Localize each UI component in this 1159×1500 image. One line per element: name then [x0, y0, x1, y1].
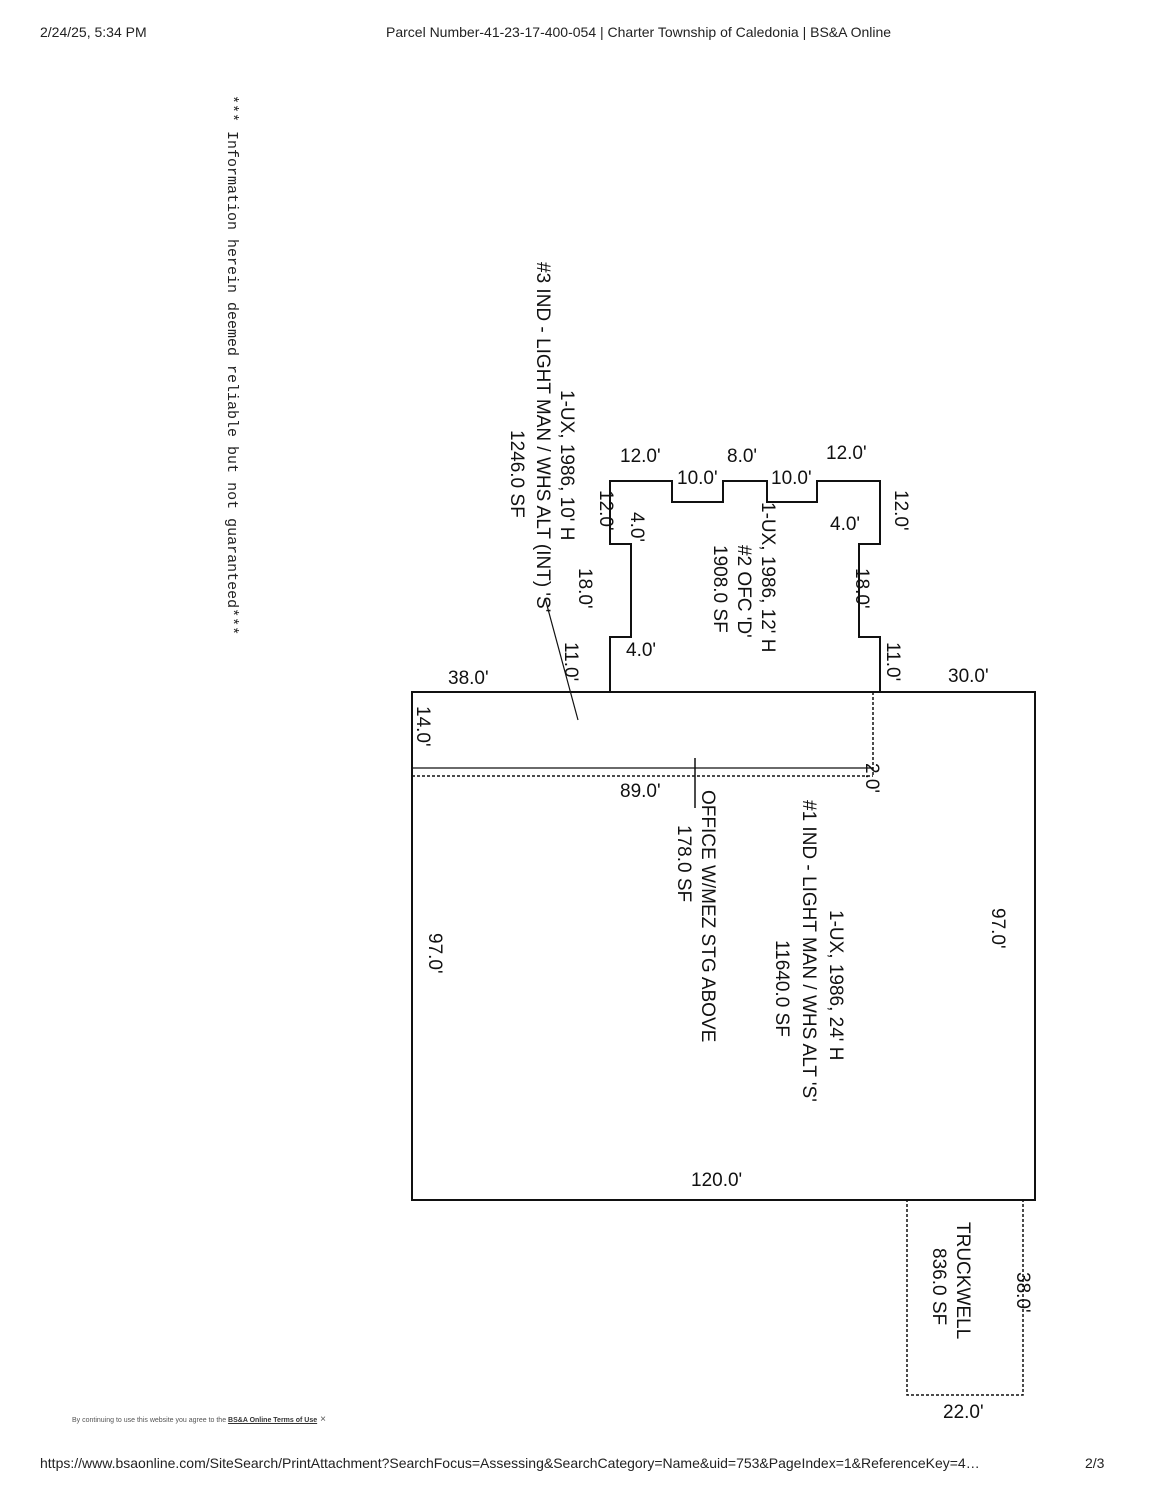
cookie-notice: By continuing to use this website you ag… — [72, 1414, 326, 1425]
dimension-label: 11.0' — [560, 642, 581, 681]
page-title: Parcel Number-41-23-17-400-054 | Charter… — [386, 24, 892, 40]
page-url: https://www.bsaonline.com/SiteSearch/Pri… — [40, 1455, 980, 1471]
dimension-label: 30.0' — [948, 666, 989, 687]
dimension-label: 4.0' — [626, 640, 656, 661]
dimension-label: 8.0' — [727, 446, 757, 467]
area1-label-2: #1 IND - LIGHT MAN / WHS ALT 'S' — [798, 800, 819, 1102]
area2-label-3: 1908.0 SF — [709, 545, 730, 633]
main-building-outline — [411, 691, 1036, 1201]
dimension-label: 22.0' — [943, 1402, 984, 1423]
dimension-label: 12.0' — [826, 443, 867, 464]
area1-label-1: 1-UX, 1986, 24' H — [825, 910, 846, 1060]
dimension-label: 12.0' — [595, 490, 616, 531]
print-date: 2/24/25, 5:34 PM — [40, 24, 147, 40]
truckwell-label-2: 836.0 SF — [928, 1248, 949, 1325]
dimension-label: 38.0' — [1012, 1272, 1033, 1313]
dimension-label: 38.0' — [448, 668, 489, 689]
dimension-label: 11.0' — [882, 642, 903, 681]
area3-label-3: 1246.0 SF — [506, 430, 527, 518]
cookie-text: By continuing to use this website you ag… — [72, 1417, 229, 1424]
dimension-label: 89.0' — [620, 781, 661, 802]
dimension-label: 18.0' — [574, 568, 595, 609]
dimension-label: 2.0' — [861, 763, 882, 793]
office-label-2: 178.0 SF — [673, 825, 694, 902]
dimension-label: 4.0' — [830, 514, 860, 535]
area3-label-2: #3 IND - LIGHT MAN / WHS ALT (INT) 'S' — [532, 262, 553, 612]
dimension-label: 12.0' — [620, 446, 661, 467]
dimension-label: 4.0' — [626, 512, 647, 542]
close-icon[interactable]: × — [320, 1414, 326, 1425]
truckwell-label-1: TRUCKWELL — [952, 1222, 973, 1339]
area2-label-2: #2 OFC 'D' — [733, 545, 754, 638]
dimension-label: 18.0' — [851, 568, 872, 609]
area2-label-1: 1-UX, 1986, 12' H — [757, 502, 778, 652]
dimension-label: 14.0' — [412, 706, 433, 747]
dimension-label: 10.0' — [771, 468, 812, 489]
area1-label-3: 11640.0 SF — [771, 940, 792, 1037]
page-number: 2/3 — [1085, 1455, 1105, 1471]
dimension-label: 97.0' — [987, 908, 1008, 949]
truckwell-outline — [906, 1199, 1024, 1396]
dimension-label: 10.0' — [677, 468, 718, 489]
dimension-label: 97.0' — [424, 933, 445, 974]
area3-label-1: 1-UX, 1986, 10' H — [556, 390, 577, 540]
office-outline — [609, 480, 881, 692]
office-label-1: OFFICE W/MEZ STG ABOVE — [697, 790, 718, 1042]
dimension-label: 120.0' — [691, 1170, 742, 1191]
leader-line — [544, 597, 579, 721]
terms-link[interactable]: BS&A Online Terms of Use — [228, 1417, 318, 1424]
dimension-label: 12.0' — [890, 490, 911, 531]
